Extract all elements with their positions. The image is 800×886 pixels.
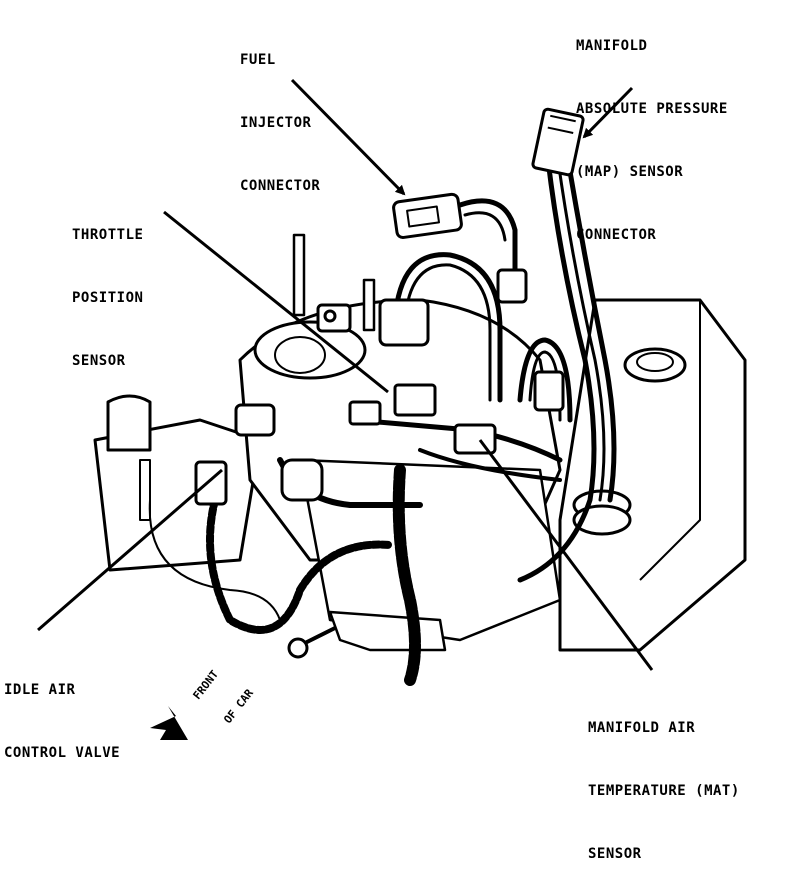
front-of-car-arrow <box>150 706 188 740</box>
engine-block <box>93 233 747 659</box>
label-throttle-position-sensor: THROTTLE POSITION SENSOR <box>72 227 144 369</box>
label-fuel-injector-connector: FUEL INJECTOR CONNECTOR <box>240 52 321 194</box>
front-arrow-icon <box>150 706 188 740</box>
label-map-sensor-connector: MANIFOLD ABSOLUTE PRESSURE (MAP) SENSOR … <box>576 38 728 243</box>
throttle-position-leader <box>163 210 389 394</box>
components <box>194 107 585 506</box>
mat-sensor-leader <box>478 439 654 671</box>
label-manifold-air-temperature-sensor: MANIFOLD AIR TEMPERATURE (MAT) SENSOR <box>588 720 740 862</box>
engine-diagram <box>37 78 747 740</box>
leader-lines <box>37 78 654 671</box>
map-sensor-leader <box>582 86 634 139</box>
fuel-injector-leader <box>290 78 406 196</box>
idle-air-leader <box>37 468 223 632</box>
label-idle-air-control-valve: IDLE AIR CONTROL VALVE <box>4 682 121 761</box>
